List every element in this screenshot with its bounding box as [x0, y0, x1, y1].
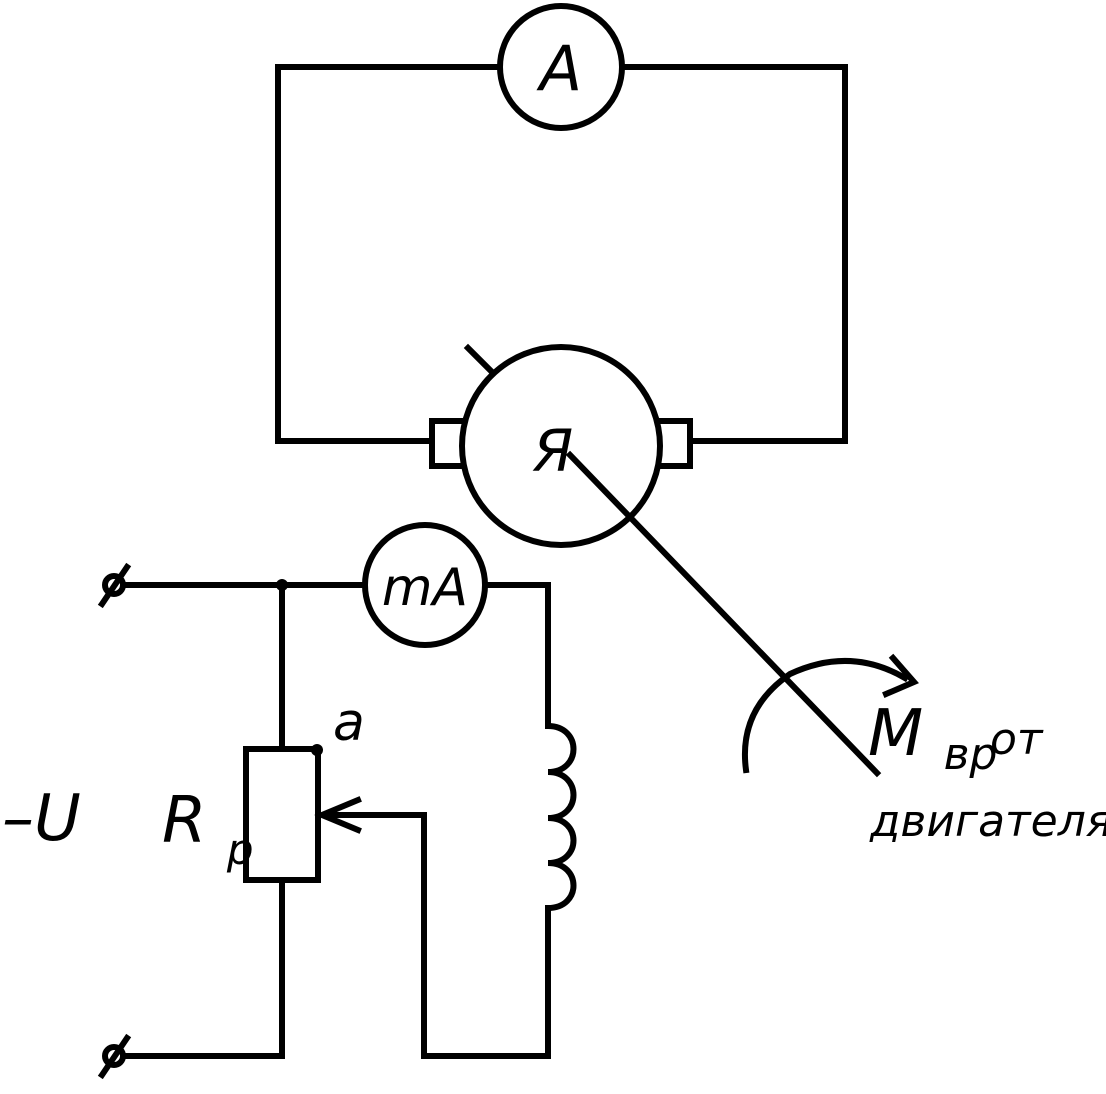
rheostat	[243, 744, 362, 883]
field-circuit	[115, 582, 551, 1059]
rheostat-label-subscript: p	[226, 825, 254, 874]
torque-label-suffix: от	[990, 714, 1044, 765]
milliammeter-label: mA	[382, 558, 468, 618]
torque-label-main: M	[868, 697, 923, 771]
torque-arc	[742, 658, 910, 774]
armature-label: Я	[532, 417, 573, 485]
top-terminal-slash	[97, 562, 132, 609]
torque-arrow	[742, 653, 919, 774]
point-a-dot	[311, 744, 323, 756]
junction-dot	[276, 579, 288, 591]
ammeter-circle	[497, 3, 625, 131]
rheostat-slider-arrowhead	[314, 796, 362, 834]
armature-circuit	[275, 64, 848, 444]
armature-loop-left-wire	[275, 64, 503, 444]
torque-label-subscript: вр	[944, 729, 998, 780]
field-coil	[544, 722, 577, 912]
rheostat-label-main: R	[162, 784, 206, 858]
armature: Я	[429, 343, 693, 548]
field-coil-return-wire	[327, 812, 551, 1059]
ammeter-label: A	[536, 32, 582, 105]
voltage-label: –U	[2, 782, 81, 856]
bottom-terminal	[97, 1033, 132, 1080]
torque-label: M вр	[868, 697, 997, 780]
ammeter: A	[497, 3, 625, 131]
bottom-terminal-slash	[97, 1033, 132, 1080]
point-a-label: a	[333, 693, 365, 753]
rheostat-body	[243, 746, 321, 883]
armature-tick-mark	[463, 343, 497, 377]
torque-label-line2: двигателя	[869, 796, 1106, 847]
rheostat-bottom-wire	[115, 877, 285, 1059]
milliammeter-circle	[362, 522, 488, 648]
milliammeter: mA	[362, 522, 488, 648]
rheostat-label: R p	[162, 784, 253, 874]
motor-shaft-line	[565, 450, 882, 778]
field-coil-feed-wire	[483, 582, 551, 729]
torque-arrowhead	[882, 653, 919, 698]
top-terminal	[97, 562, 132, 609]
armature-loop-right-wire	[620, 64, 848, 444]
